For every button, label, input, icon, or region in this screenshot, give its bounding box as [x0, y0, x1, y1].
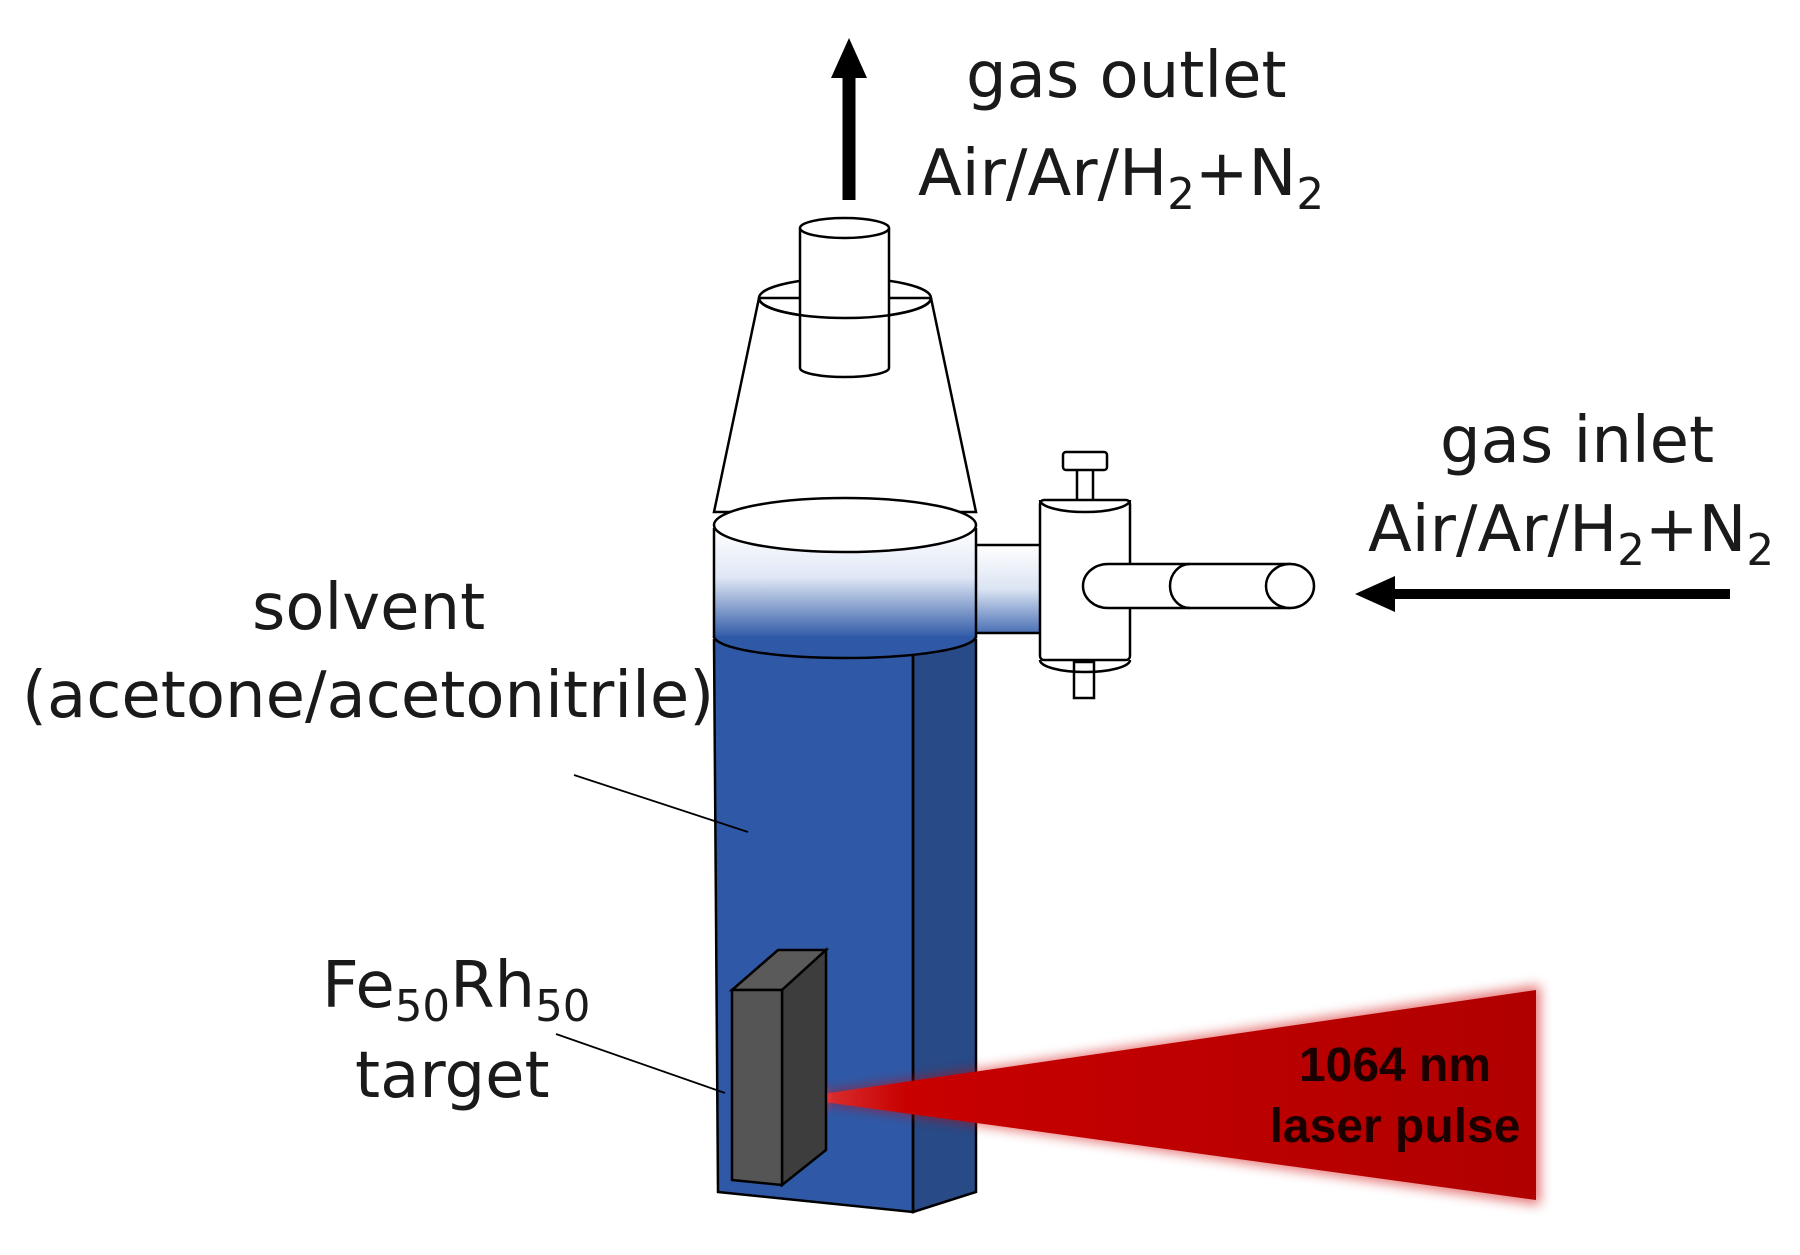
gas-outlet-title: gas outlet: [966, 39, 1287, 113]
solvent-composition: (acetone/acetonitrile): [22, 659, 715, 733]
target-leader-line: [555, 1033, 726, 1094]
gas-outlet-main: Air/Ar/H: [918, 137, 1168, 211]
target-rh: Rh: [450, 949, 536, 1023]
inlet-tube: [1081, 562, 1316, 610]
side-arm: [970, 543, 1040, 635]
laser-wavelength: 1064 nm: [1298, 1039, 1492, 1092]
inlet-arrow: [1355, 576, 1730, 612]
gas-outlet-label: gas outlet: [966, 39, 1287, 114]
gas-inlet-title: gas inlet: [1440, 404, 1715, 478]
gas-outlet-composition: Air/Ar/H2+N2: [918, 137, 1324, 216]
fe-rh-target-block: [728, 947, 830, 1188]
target-rh-sub: 50: [535, 981, 591, 1032]
gas-inlet-composition: Air/Ar/H2+N2: [1368, 493, 1774, 572]
gas-inlet-plus: +N: [1644, 493, 1747, 567]
gas-outlet-plus: +N: [1194, 137, 1297, 211]
liquid-surface-ellipse: [712, 496, 978, 554]
target-fe-sub: 50: [394, 981, 451, 1032]
solvent-title: solvent: [252, 571, 486, 645]
outlet-arrow: [831, 38, 867, 200]
outlet-tube: [757, 216, 933, 379]
cuvette-side-face: [911, 638, 978, 1214]
target-formula: Fe50Rh50: [322, 949, 590, 1028]
target-fe: Fe: [322, 949, 395, 1023]
gas-inlet-sub-n: 2: [1746, 525, 1775, 576]
solvent-names: (acetone/acetonitrile): [22, 659, 715, 734]
laser-pulse-text: laser pulse: [1269, 1100, 1521, 1154]
target-word: target: [355, 1039, 550, 1113]
solvent-leader-line: [573, 774, 749, 833]
laser-label: 1064 nm laser pulse: [1250, 1035, 1540, 1158]
solvent-label: solvent: [252, 571, 486, 646]
neck-bottom-rim: [712, 635, 978, 660]
gas-outlet-sub-n: 2: [1296, 169, 1325, 220]
gas-inlet-main: Air/Ar/H: [1368, 493, 1618, 567]
target-label: target: [355, 1039, 550, 1114]
gas-inlet-sub-h: 2: [1617, 525, 1645, 576]
gas-outlet-sub-h: 2: [1167, 169, 1195, 220]
gas-inlet-label: gas inlet: [1440, 404, 1715, 479]
